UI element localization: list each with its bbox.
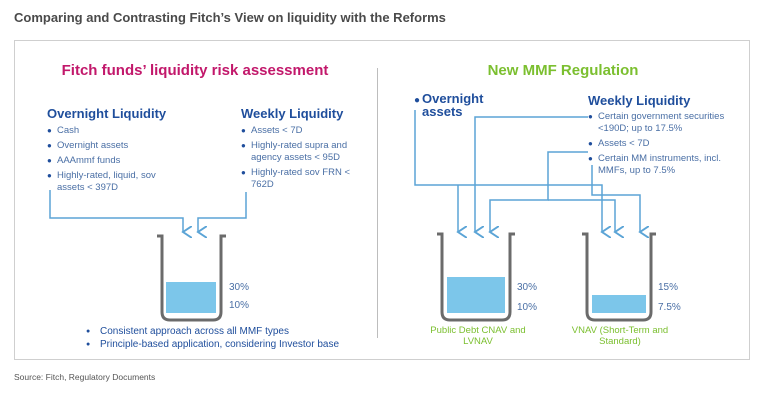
vnav-beaker-liquid [592,295,646,313]
vnav-lower-pct: 7.5% [658,302,681,313]
cnav-beaker [437,232,515,322]
fitch-section-title: Fitch funds’ liquidity risk assessment [61,62,329,79]
list-item: AAAmmf funds [45,155,185,167]
mmf-gov-connector [475,116,588,232]
fitch-lower-pct: 10% [229,300,250,311]
mmf-weekly-list: Certain government securities <190D; up … [586,111,736,180]
diagram-panel [14,40,750,360]
fitch-overnight-list: Cash Overnight assets AAAmmf funds Highl… [45,125,185,197]
list-item: Highly-rated supra and agency assets < 9… [239,140,371,164]
fitch-weekly-connector [198,192,247,232]
vnav-upper-pct: 15% [658,282,679,293]
list-item: Consistent approach across all MMF types [86,325,376,338]
vnav-beaker [582,232,656,322]
vnav-caption: VNAV (Short-Term and Standard) [571,325,669,347]
panel-divider [377,68,378,338]
fitch-notes: Consistent approach across all MMF types… [86,325,376,351]
mmf-7d-vnav-connector [548,199,615,232]
cnav-caption: Public Debt CNAV and LVNAV [430,325,526,347]
list-item: Certain government securities <190D; up … [586,111,736,135]
list-item: Highly-rated sov FRN < 762D [239,167,371,191]
mmf-7d-connector [490,151,588,232]
source-note: Source: Fitch, Regulatory Documents [14,372,156,382]
list-item: Certain MM instruments, incl. MMFs, up t… [586,153,736,177]
fitch-beaker [157,234,226,322]
list-item: Highly-rated, liquid, sov assets < 397D [45,170,185,194]
list-item: Overnight assets [45,140,185,152]
cnav-beaker-liquid [447,277,505,313]
page-title: Comparing and Contrasting Fitch’s View o… [14,10,446,25]
cnav-lower-pct: 10% [517,302,538,313]
mmf-overnight-connector [414,110,602,232]
list-item: Assets < 7D [239,125,371,137]
fitch-overnight-heading: Overnight Liquidity [47,106,167,121]
mmf-weekly-heading: Weekly Liquidity [588,93,691,108]
fitch-weekly-list: Assets < 7D Highly-rated supra and agenc… [239,125,371,194]
fitch-beaker-liquid [166,282,216,313]
fitch-weekly-heading: Weekly Liquidity [241,106,344,121]
list-item: Principle-based application, considering… [86,338,376,351]
cnav-upper-pct: 30% [517,282,538,293]
mmf-mm-connector [591,165,640,232]
list-item: Assets < 7D [586,138,736,150]
droplet-icon: ● [414,95,421,106]
list-item: Cash [45,125,185,137]
mmf-section-title: New MMF Regulation [487,62,639,79]
mmf-overnight-heading: ●Overnight assets [414,91,484,119]
fitch-upper-pct: 30% [229,282,250,293]
fitch-overnight-connector [49,190,183,232]
